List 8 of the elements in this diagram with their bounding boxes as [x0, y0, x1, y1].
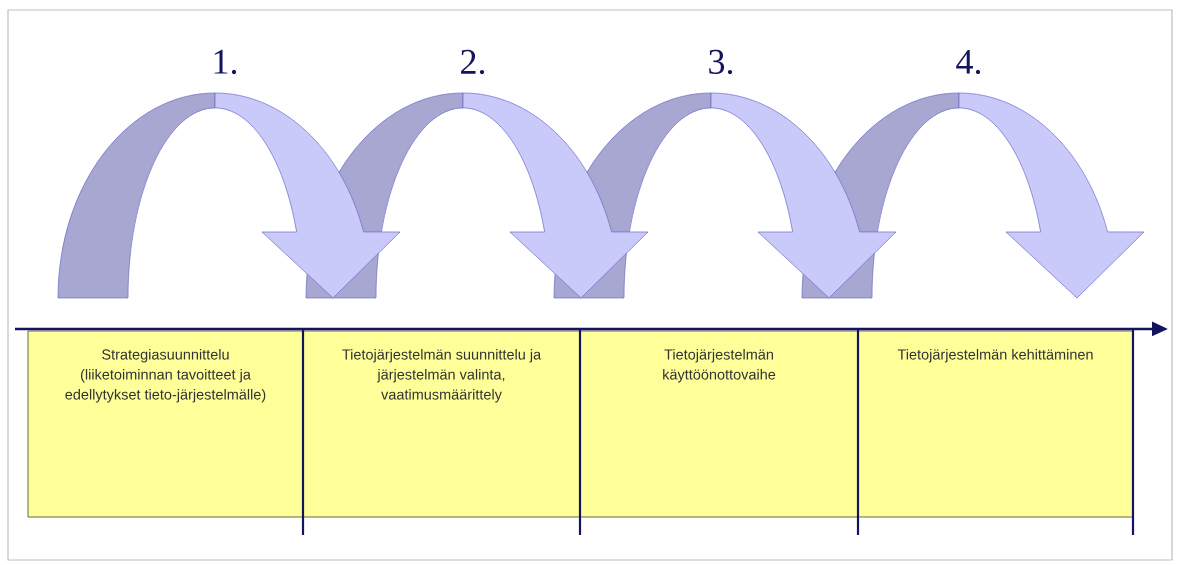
- phase-box: Tietojärjestelmän kehittäminen: [857, 330, 1134, 518]
- phase-box: Tietojärjestelmän käyttöönottovaihe: [579, 330, 859, 518]
- step-number: 2.: [461, 49, 485, 75]
- step-number: 1.: [214, 49, 237, 75]
- phase-box: Strategiasuunnittelu (liiketoiminnan tavoitteet ja edellytykset tieto-järjestelmälle): [27, 330, 304, 518]
- step-number: 4.: [956, 49, 981, 75]
- step-number: 3.: [709, 49, 733, 75]
- phase-box: Tietojärjestelmän suunnittelu ja järjestelmän valinta, vaatimusmäärittely: [302, 330, 581, 518]
